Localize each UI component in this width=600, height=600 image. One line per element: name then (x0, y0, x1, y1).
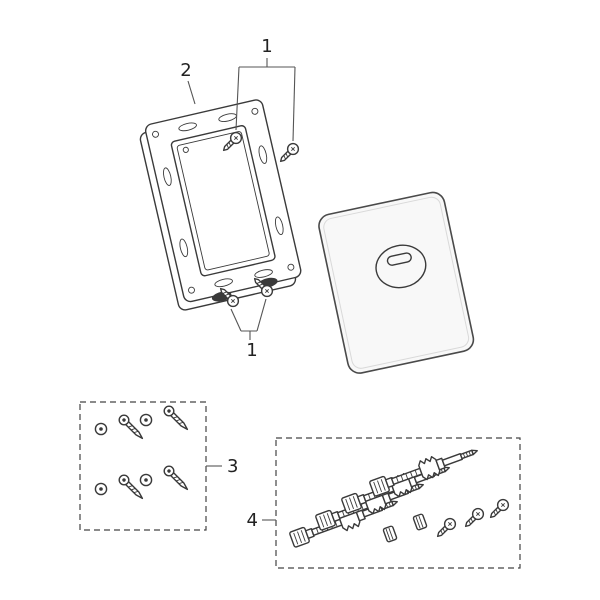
leader-line-1-top-a (235, 66, 240, 131)
wood-screw-icon (161, 403, 192, 434)
screw-icon (461, 505, 487, 531)
frame-slot (274, 216, 284, 236)
leader-line-1-top-c (292, 66, 296, 142)
mounting-frame (139, 99, 302, 311)
parts-box-screws (79, 401, 207, 531)
frame-hole (188, 286, 195, 294)
leader-line-1-top (239, 58, 268, 68)
callout-label-2: 2 (180, 60, 191, 81)
leader-line-2 (187, 80, 196, 105)
callout-label-4: 4 (247, 510, 258, 531)
frame-hole (251, 107, 259, 115)
leader-line-1-bot-b (256, 298, 267, 332)
frame-slot (178, 122, 197, 132)
callouts: 1 2 1 3 4 (180, 36, 296, 531)
washer-icon (94, 422, 108, 436)
flush-button-pill (386, 252, 412, 266)
frame-window-inner (176, 131, 270, 271)
knurled-cap-icon (412, 513, 428, 531)
screw-icon (276, 140, 302, 166)
callout-label-1-top: 1 (261, 36, 272, 57)
parts-box-spindles (275, 437, 521, 569)
screw-icon (433, 515, 459, 541)
spindle-icon (367, 440, 482, 500)
leader-line-1-bot-c (241, 330, 257, 340)
frame-hole (287, 263, 295, 271)
frame-slot (214, 278, 233, 288)
washer-icon (94, 482, 108, 496)
flush-button-ring (375, 244, 427, 289)
flush-plate (318, 191, 475, 374)
frame-slot (254, 269, 273, 278)
frame-slot (258, 145, 268, 164)
frame-slot (163, 167, 172, 186)
frame-hole (152, 130, 159, 138)
wood-screw-icon (161, 463, 192, 494)
leader-line-1-bot-a (230, 308, 242, 332)
callout-label-3: 3 (227, 456, 238, 477)
frame-slot (179, 238, 189, 258)
screw-icon (486, 496, 512, 522)
frame-screw-hole (182, 146, 189, 153)
frame-window (170, 125, 276, 277)
knurled-cap-icon (382, 525, 398, 543)
callout-label-1-bottom: 1 (246, 340, 257, 361)
washer-icon (139, 473, 153, 487)
parts-box-4-border (275, 437, 521, 569)
washer-icon (139, 413, 153, 427)
